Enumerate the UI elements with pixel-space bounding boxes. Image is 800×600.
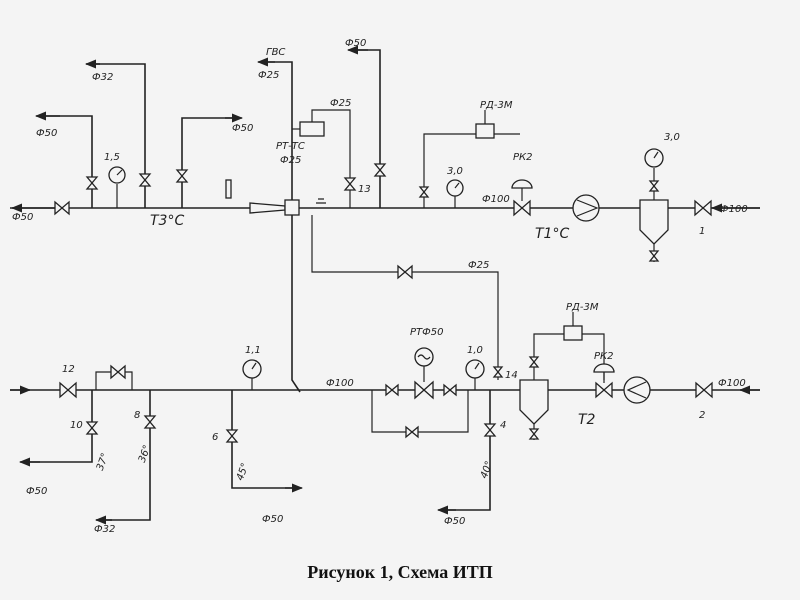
label-t2: Т2 — [578, 412, 596, 428]
check-valve-w — [95, 364, 133, 390]
pressure-gauge-1-1 — [242, 359, 262, 390]
label-number-2: 2 — [699, 410, 705, 421]
regulator-rt-ts — [299, 121, 325, 137]
label-phi25-gvs: Ф25 — [258, 70, 279, 81]
label-t3: Т3°С — [150, 213, 184, 229]
label-rt-phi50: РТФ50 — [410, 327, 443, 338]
label-phi100-top: Ф100 — [482, 194, 510, 205]
label-valve-10: 10 — [70, 420, 83, 431]
label-rk2-top: РК2 — [513, 152, 533, 163]
pump-bottom — [623, 376, 651, 404]
label-phi32-top: Ф32 — [92, 72, 113, 83]
valve-1-inlet — [694, 199, 712, 217]
label-gauge-1-1: 1,1 — [245, 345, 261, 356]
label-phi25-valve: Ф25 — [330, 98, 351, 109]
supply-valve-left — [54, 200, 70, 216]
drain-valve-8 — [94, 390, 157, 525]
label-phi100-inlet: Ф100 — [720, 204, 748, 215]
pressure-gauge-3-0-supply — [446, 179, 464, 208]
label-bypass-phi25: Ф25 — [468, 260, 489, 271]
label-gvs: ГВС — [266, 47, 285, 58]
mud-filter-bottom — [519, 379, 549, 440]
label-valve-14: 14 — [505, 370, 518, 381]
label-angle-36: 36° — [137, 444, 153, 464]
pump-top — [572, 194, 600, 222]
label-phi100-return: Ф100 — [326, 378, 354, 389]
branch-phi50-top-mid — [175, 113, 244, 208]
elevator-nozzle — [249, 199, 300, 216]
gvs-branch — [256, 57, 357, 208]
label-rk2-bottom: РК2 — [594, 351, 614, 362]
branch-phi32-top — [84, 59, 152, 208]
control-valve-rk2-top — [511, 179, 533, 217]
figure-caption: Рисунок 1, Схема ИТП — [307, 562, 493, 582]
branch-phi50-top-left — [34, 111, 99, 208]
label-phi50-bottom-left: Ф50 — [26, 486, 47, 497]
label-angle-37: 37° — [95, 452, 111, 472]
label-number-1: 1 — [699, 226, 705, 237]
drain-valve-10 — [18, 390, 99, 467]
branch-phi50-top-right — [346, 45, 387, 208]
pressure-gauge-1-0 — [465, 359, 485, 390]
bypass-lines — [291, 215, 499, 393]
label-rd3m-bottom: РД-3М — [566, 302, 599, 313]
label-rt-ts-size: Ф25 — [280, 155, 301, 166]
label-gauge-3-0-filter: 3,0 — [664, 132, 680, 143]
valve-12 — [59, 381, 77, 399]
label-t1: Т1°С — [535, 226, 569, 242]
label-rd3m-top: РД-3М — [480, 100, 513, 111]
drain-valve-6 — [225, 390, 304, 493]
label-angle-45: 45° — [235, 462, 251, 482]
label-phi50-supply-left: Ф50 — [12, 212, 33, 223]
label-valve-6: 6 — [212, 432, 218, 443]
label-phi50-bottom-mid: Ф50 — [262, 514, 283, 525]
valve-2-outlet — [695, 381, 713, 399]
thermometer-t3 — [225, 179, 232, 199]
label-valve-8: 8 — [134, 410, 140, 421]
label-phi50-top-mid: Ф50 — [232, 123, 253, 134]
label-phi50-top-left: Ф50 — [36, 128, 57, 139]
label-angle-40: 40° — [479, 460, 495, 480]
valve-14-drain-4 — [436, 366, 504, 515]
regulator-rd3m-bottom — [528, 312, 605, 380]
regulator-rt-phi50 — [371, 347, 469, 439]
control-valve-rk2-bottom — [593, 363, 615, 399]
label-gauge-1-5: 1,5 — [104, 152, 120, 163]
mud-filter-top — [639, 148, 669, 262]
regulator-rd3m-top — [418, 110, 520, 208]
label-valve-13: 13 — [358, 184, 371, 195]
label-gauge-3-0-supply: 3,0 — [447, 166, 463, 177]
label-phi32-bottom: Ф32 — [94, 524, 115, 535]
label-valve-4: 4 — [500, 420, 506, 431]
label-phi50-bottom-right: Ф50 — [444, 516, 465, 527]
label-phi50-top-right: Ф50 — [345, 38, 366, 49]
label-rt-ts: РТ-ТС — [276, 141, 305, 152]
label-gauge-1-0: 1,0 — [467, 345, 483, 356]
label-phi100-return-in: Ф100 — [718, 378, 746, 389]
label-valve-12: 12 — [62, 364, 75, 375]
pressure-gauge-1-5 — [108, 166, 126, 208]
